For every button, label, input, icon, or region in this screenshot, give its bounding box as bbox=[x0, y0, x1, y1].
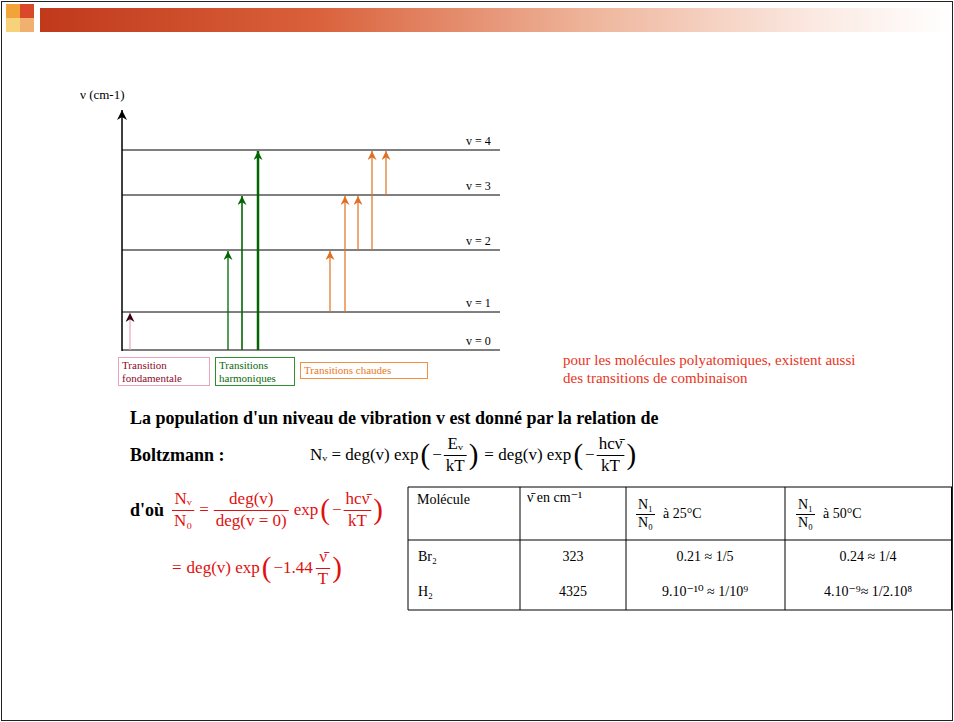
logo-square bbox=[6, 18, 20, 32]
note-text: pour les molécules polyatomiques, existe… bbox=[563, 351, 864, 387]
level-line bbox=[122, 350, 500, 351]
fraction-term: kT bbox=[446, 456, 465, 476]
table-cell: 4325 bbox=[559, 584, 587, 600]
level-line bbox=[122, 150, 500, 151]
level-line bbox=[122, 195, 500, 196]
formula-paren: ) bbox=[373, 495, 383, 524]
axis-label: ν (cm-1) bbox=[80, 88, 125, 103]
fundamental-arrow bbox=[129, 313, 130, 350]
fraction-term: Eᵥ bbox=[448, 434, 463, 454]
overtone-arrow bbox=[241, 196, 243, 350]
fraction-bar bbox=[796, 514, 815, 515]
box-text: Transitions chaudes bbox=[304, 364, 424, 377]
formula-term: − bbox=[432, 445, 442, 465]
formula-term: exp bbox=[294, 500, 319, 520]
table-cell: 4.10⁻⁹≈ 1/2.10⁸ bbox=[824, 584, 912, 600]
level-label: v = 1 bbox=[466, 297, 491, 311]
level-label: v = 0 bbox=[466, 335, 491, 349]
formula-term: à 25°C bbox=[663, 506, 702, 522]
logo-square bbox=[20, 18, 34, 32]
fraction-bar bbox=[316, 568, 330, 569]
logo-square bbox=[20, 4, 34, 18]
table-cell: 323 bbox=[563, 549, 584, 565]
table-rule bbox=[520, 487, 521, 610]
table-rule bbox=[408, 487, 952, 488]
table-rule bbox=[951, 487, 952, 610]
formula-paren: ( bbox=[573, 440, 583, 469]
fraction-bar bbox=[344, 510, 372, 511]
level-label: v = 3 bbox=[466, 180, 491, 194]
formula-term: − bbox=[585, 445, 595, 465]
formula-paren: ) bbox=[469, 440, 479, 469]
fraction-term: T bbox=[318, 569, 328, 589]
transition-key-box: Transitions chaudes bbox=[300, 362, 428, 379]
title-bar bbox=[40, 8, 952, 32]
table-cell: 9.10⁻¹⁰ ≈ 1/10⁹ bbox=[662, 584, 748, 600]
hot-band-arrow bbox=[371, 151, 372, 250]
fraction-term: deg(v = 0) bbox=[216, 511, 287, 531]
hot-band-arrow bbox=[329, 251, 330, 312]
box-text: Transitions harmoniques bbox=[219, 359, 291, 384]
fraction-bar bbox=[597, 455, 625, 456]
fraction-bar bbox=[214, 510, 289, 511]
formula-term: = bbox=[172, 558, 182, 578]
fraction-term: N₀ bbox=[638, 515, 653, 531]
box-text: Transition fondamentale bbox=[122, 359, 206, 384]
fraction-term: deg(v) bbox=[229, 489, 273, 509]
fraction-term: Nᵥ bbox=[174, 489, 191, 509]
table-cell: Molécule bbox=[417, 492, 470, 508]
fraction-term: N₀ bbox=[798, 515, 813, 531]
hot-band-arrow bbox=[357, 196, 358, 250]
fraction-term: N₀ bbox=[174, 511, 192, 531]
fraction-term: N₁ bbox=[798, 497, 813, 513]
hot-band-arrow bbox=[385, 151, 386, 195]
transition-key-box: Transitions harmoniques bbox=[215, 357, 295, 386]
transition-key-box: Transition fondamentale bbox=[118, 357, 210, 386]
formula-term: − bbox=[332, 500, 342, 520]
table-cell: 0.24 ≈ 1/4 bbox=[839, 549, 896, 565]
fraction-term: hcν̄ bbox=[599, 434, 623, 454]
logo-square bbox=[6, 4, 20, 18]
formula-term: = bbox=[199, 500, 209, 520]
formula-term: −1.44 bbox=[273, 558, 312, 578]
fraction-term: hcν̄ bbox=[346, 489, 370, 509]
hot-band-arrow bbox=[344, 196, 345, 312]
fraction-term: N₁ bbox=[638, 497, 653, 513]
fraction-term: kT bbox=[348, 511, 367, 531]
formula-term: Nᵥ = deg(v) exp bbox=[310, 445, 419, 465]
formula-paren: ) bbox=[332, 553, 342, 582]
fraction-bar bbox=[636, 514, 655, 515]
formula-paren: ( bbox=[421, 440, 431, 469]
table-rule bbox=[626, 487, 627, 610]
formula-paren: ( bbox=[262, 553, 272, 582]
formula-term: à 50°C bbox=[823, 506, 862, 522]
formula-term: deg(v) exp bbox=[187, 558, 260, 578]
table-rule bbox=[408, 610, 952, 611]
level-line bbox=[122, 312, 500, 313]
overtone-arrow bbox=[257, 151, 260, 350]
table-rule bbox=[408, 540, 952, 541]
formula-term: = deg(v) exp bbox=[484, 445, 571, 465]
overtone-arrow bbox=[227, 251, 228, 350]
energy-axis bbox=[121, 110, 123, 351]
level-line bbox=[122, 250, 500, 251]
level-label: v = 2 bbox=[466, 235, 491, 249]
fraction-bar bbox=[444, 455, 467, 456]
table-rule bbox=[785, 487, 786, 610]
fraction-bar bbox=[172, 510, 194, 511]
table-cell: Br₂ bbox=[418, 549, 437, 565]
formula-paren: ) bbox=[626, 440, 636, 469]
fraction-term: ν̄ bbox=[319, 547, 327, 567]
formula-paren: ( bbox=[320, 495, 330, 524]
table-cell: H₂ bbox=[418, 584, 433, 600]
table-cell: ν̄ en cm⁻¹ bbox=[527, 490, 582, 506]
fraction-term: kT bbox=[601, 456, 620, 476]
table-rule bbox=[408, 487, 409, 610]
level-label: v = 4 bbox=[466, 135, 491, 149]
table-cell: 0.21 ≈ 1/5 bbox=[676, 549, 733, 565]
prefix-word: d'où bbox=[130, 500, 164, 521]
